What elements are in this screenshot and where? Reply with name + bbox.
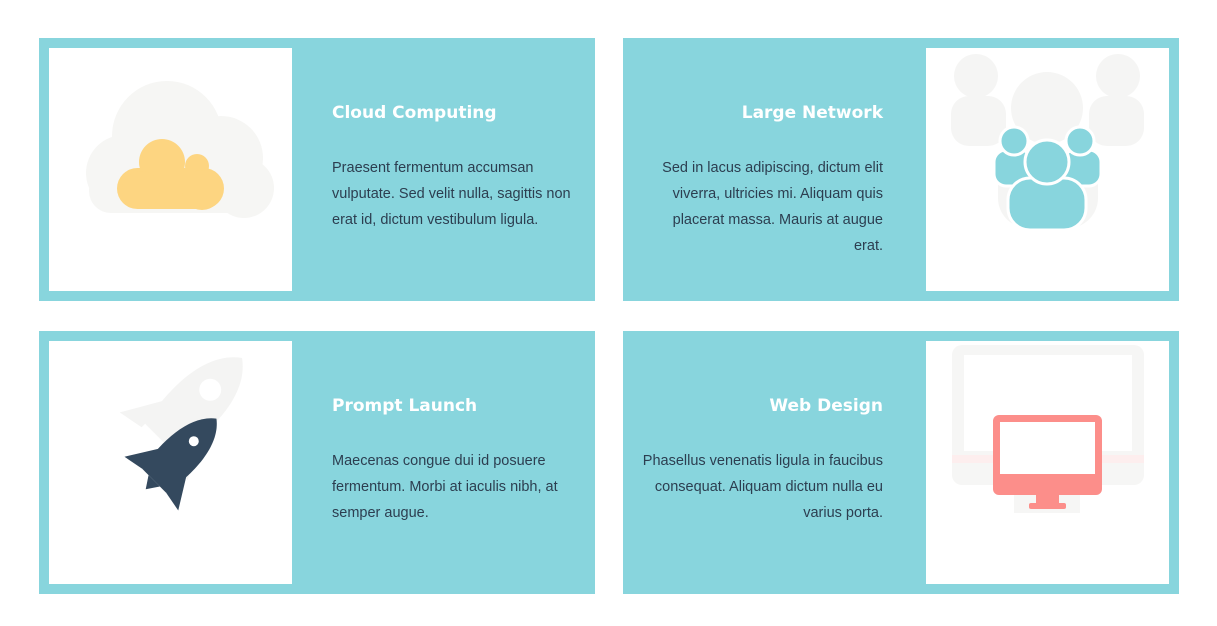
feature-title: Web Design — [769, 396, 883, 416]
feature-image-cloud — [49, 48, 292, 291]
feature-image-monitor — [926, 341, 1169, 584]
feature-content: Web Design Phasellus venenatis ligula in… — [641, 394, 883, 526]
feature-title: Cloud Computing — [332, 103, 497, 123]
users-group-icon — [951, 54, 1144, 232]
monitor-icon — [952, 345, 1144, 513]
feature-card-cloud-computing: Cloud Computing Praesent fermentum accum… — [39, 38, 595, 301]
feature-card-web-design: Web Design Phasellus venenatis ligula in… — [623, 331, 1179, 594]
feature-description: Phasellus venenatis ligula in faucibus c… — [642, 453, 883, 521]
cloud-icon — [86, 81, 274, 218]
feature-description: Praesent fermentum accumsan vulputate. S… — [332, 160, 571, 228]
feature-title: Prompt Launch — [332, 396, 478, 416]
rocket-icon — [119, 357, 243, 511]
feature-description: Maecenas congue dui id posuere fermentum… — [332, 453, 558, 521]
feature-image-rocket — [49, 341, 292, 584]
feature-content: Prompt Launch Maecenas congue dui id pos… — [332, 394, 574, 526]
feature-content: Large Network Sed in lacus adipiscing, d… — [641, 101, 883, 259]
feature-card-large-network: Large Network Sed in lacus adipiscing, d… — [623, 38, 1179, 301]
feature-description: Sed in lacus adipiscing, dictum elit viv… — [662, 160, 883, 254]
feature-content: Cloud Computing Praesent fermentum accum… — [332, 101, 574, 233]
feature-image-network — [926, 48, 1169, 291]
feature-card-prompt-launch: Prompt Launch Maecenas congue dui id pos… — [39, 331, 595, 594]
feature-title: Large Network — [741, 103, 883, 123]
